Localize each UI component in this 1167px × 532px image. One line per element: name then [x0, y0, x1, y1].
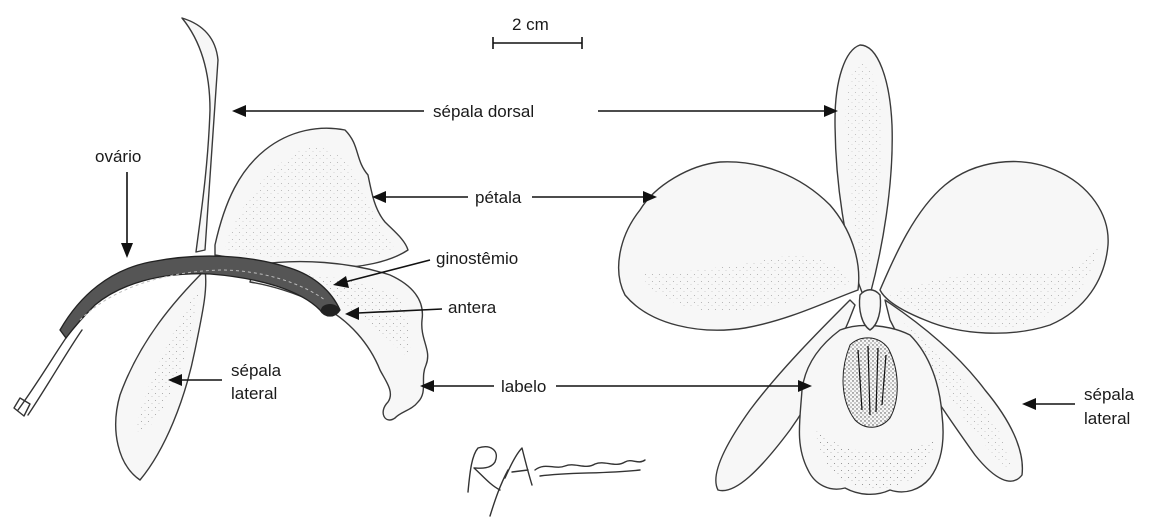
right-column — [859, 290, 880, 330]
arrow-head-left-icon — [1022, 398, 1036, 410]
label-petala: pétala — [372, 188, 657, 207]
scale-bar: 2 cm — [493, 15, 582, 49]
arrow-head-left-icon — [232, 105, 246, 117]
scale-bar-label: 2 cm — [512, 15, 549, 34]
label-text-antera: antera — [448, 298, 497, 317]
label-text-sepala-lateral-right-1: sépala — [1084, 385, 1135, 404]
left-dorsal-sepal — [182, 18, 218, 252]
pedicel — [18, 325, 82, 415]
label-text-ginostemio: ginostêmio — [436, 249, 518, 268]
artist-signature — [468, 447, 645, 516]
label-text-sepala-dorsal: sépala dorsal — [433, 102, 534, 121]
front-view-flower — [619, 45, 1108, 494]
anther — [321, 304, 339, 316]
arrow-head-down-icon — [121, 243, 133, 258]
label-text-sepala-lateral-left-1: sépala — [231, 361, 282, 380]
label-text-sepala-lateral-left-2: lateral — [231, 384, 277, 403]
stalk-tip — [14, 398, 30, 416]
label-labelo: labelo — [420, 377, 812, 396]
label-text-sepala-lateral-right-2: lateral — [1084, 409, 1130, 428]
label-text-labelo: labelo — [501, 377, 546, 396]
label-sepala-lateral-right: sépala lateral — [1022, 385, 1135, 428]
label-text-ovario: ovário — [95, 147, 141, 166]
label-text-petala: pétala — [475, 188, 522, 207]
label-ovario: ovário — [95, 147, 141, 258]
side-view-flower — [14, 18, 428, 480]
label-sepala-dorsal: sépala dorsal — [232, 102, 838, 121]
